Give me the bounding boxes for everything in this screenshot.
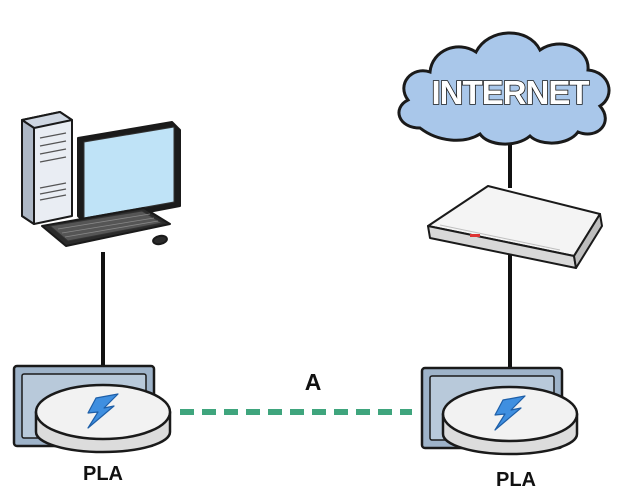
router-icon (427, 185, 603, 269)
internet-cloud-label: INTERNET (432, 74, 590, 111)
powerline-adapter-icon-left (12, 364, 172, 454)
lightning-bolt-icon-right (494, 395, 526, 431)
link-label: A (305, 369, 322, 395)
desktop-computer-icon (21, 111, 181, 247)
adapter-left-label: PLA (83, 463, 123, 485)
adapter-right-label: PLA (496, 469, 536, 491)
powerline-adapter-icon-right (420, 366, 579, 456)
lightning-bolt-icon-left (87, 393, 119, 429)
internet-cloud-icon: INTERNET (397, 31, 611, 146)
